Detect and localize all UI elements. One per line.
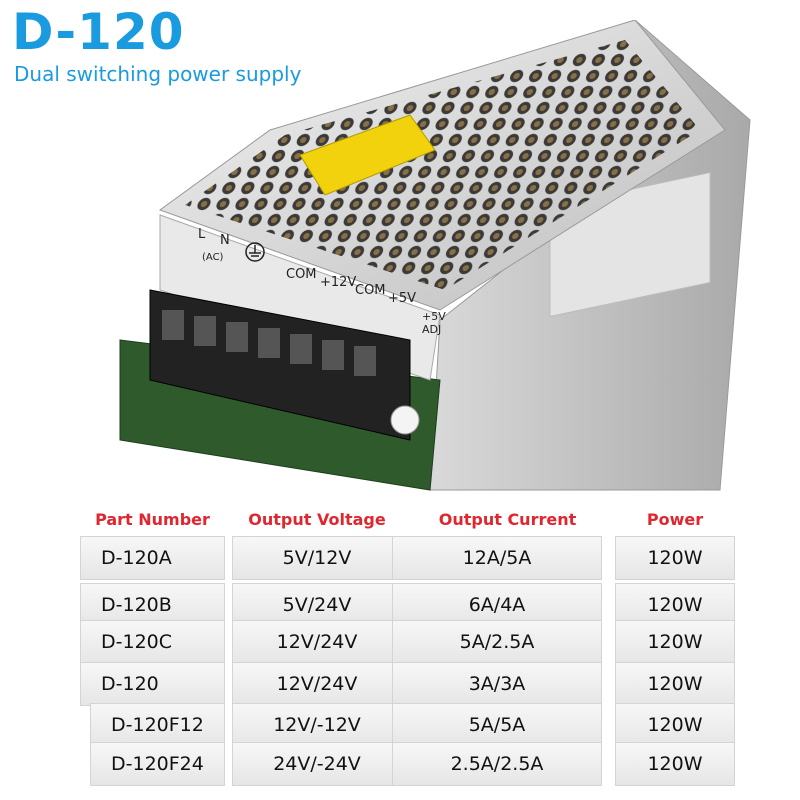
terminal-label-n: N	[220, 233, 230, 248]
terminal-label-com1: COM	[286, 267, 317, 282]
cell-output-current: 5A/5A	[392, 703, 602, 747]
power-supply-image: L N (AC) COM +12V COM +5V +5V ADJ	[119, 20, 751, 491]
cell-part-number: D-120	[80, 662, 225, 706]
terminal-label-adj: ADJ	[422, 323, 441, 336]
cell-part-number: D-120B	[80, 583, 225, 627]
cell-part-number: D-120C	[80, 620, 225, 664]
terminal-label-5v: +5V	[388, 291, 416, 306]
cell-output-voltage: 24V/-24V	[232, 742, 402, 786]
cell-power: 120W	[615, 536, 735, 580]
cell-output-current: 2.5A/2.5A	[392, 742, 602, 786]
cell-output-voltage: 12V/-12V	[232, 703, 402, 747]
cell-output-voltage: 5V/24V	[232, 583, 402, 627]
cell-part-number: D-120A	[80, 536, 225, 580]
cell-part-number: D-120F12	[90, 703, 225, 747]
cell-power: 120W	[615, 583, 735, 627]
terminal-label-ac: (AC)	[202, 252, 224, 263]
cell-output-current: 5A/2.5A	[392, 620, 602, 664]
page-subtitle: Dual switching power supply	[14, 62, 302, 86]
cell-power: 120W	[615, 703, 735, 747]
terminal-label-5v-adj: +5V	[422, 310, 446, 323]
cell-output-voltage: 12V/24V	[232, 662, 402, 706]
page-title: D-120	[12, 3, 185, 61]
cell-power: 120W	[615, 742, 735, 786]
terminal-label-12v: +12V	[320, 275, 356, 290]
cell-output-voltage: 12V/24V	[232, 620, 402, 664]
terminal-label-com2: COM	[355, 283, 386, 298]
cell-output-current: 12A/5A	[392, 536, 602, 580]
header-part-number: Part Number	[95, 510, 210, 529]
cell-output-current: 3A/3A	[392, 662, 602, 706]
cell-power: 120W	[615, 620, 735, 664]
header-power: Power	[646, 510, 704, 529]
cell-part-number: D-120F24	[90, 742, 225, 786]
terminal-label-l: L	[198, 227, 206, 242]
cell-power: 120W	[615, 662, 735, 706]
ground-icon	[245, 242, 265, 262]
cell-output-current: 6A/4A	[392, 583, 602, 627]
header-output-voltage: Output Voltage	[248, 510, 386, 529]
header-output-current: Output Current	[438, 510, 577, 529]
cell-output-voltage: 5V/12V	[232, 536, 402, 580]
